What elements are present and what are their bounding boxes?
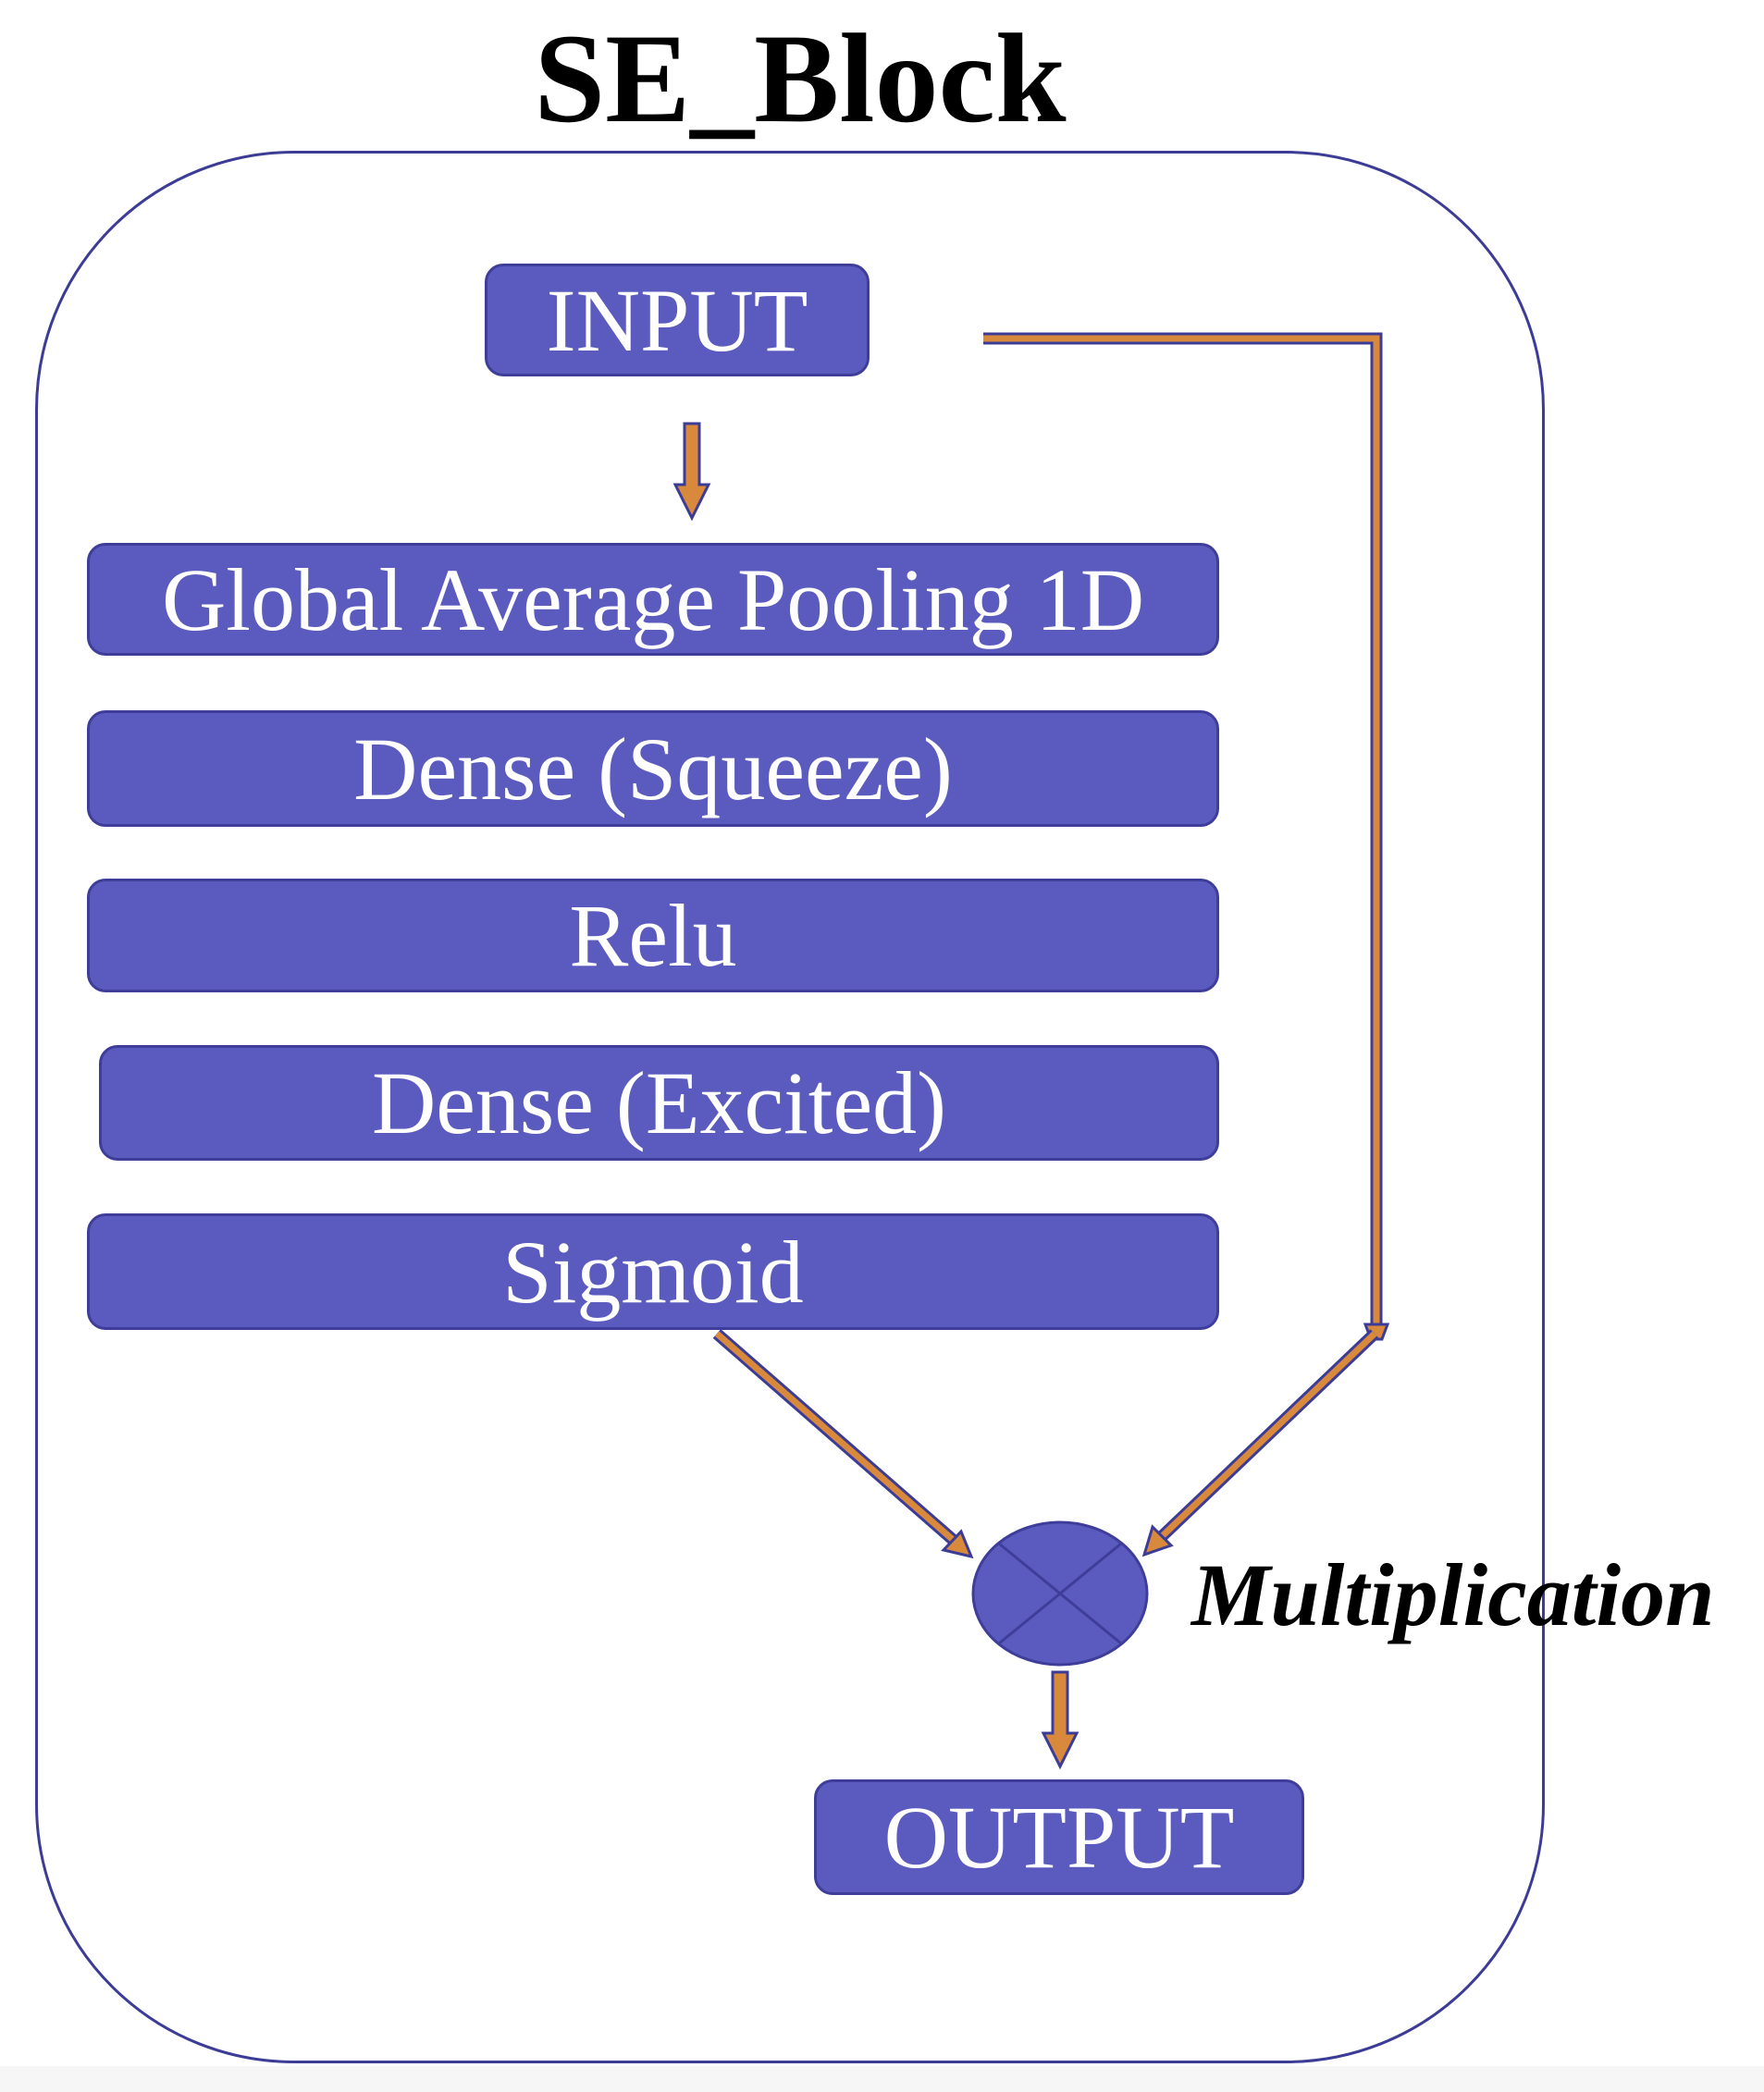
bottom-strip — [0, 2066, 1764, 2092]
skip-connection-arrow — [983, 332, 1390, 1557]
output-node: OUTPUT — [814, 1779, 1304, 1895]
global-average-pooling-node: Global Average Pooling 1D — [87, 543, 1219, 656]
diagram-title: SE_Block — [534, 7, 1067, 149]
relu-node: Relu — [87, 879, 1219, 992]
multiplication-label: Multiplication — [1191, 1545, 1715, 1644]
dense-excited-node: Dense (Excited) — [99, 1045, 1219, 1161]
se-block-frame — [35, 151, 1545, 2063]
input-node: INPUT — [485, 264, 870, 376]
sigmoid-to-multiplication-arrow — [712, 1329, 974, 1559]
dense-squeeze-node: Dense (Squeeze) — [87, 710, 1219, 827]
arrow-down-icon — [1041, 1670, 1079, 1770]
multiply-circle-icon — [971, 1520, 1149, 1667]
sigmoid-node: Sigmoid — [87, 1213, 1219, 1330]
arrow-down-icon — [672, 422, 711, 522]
